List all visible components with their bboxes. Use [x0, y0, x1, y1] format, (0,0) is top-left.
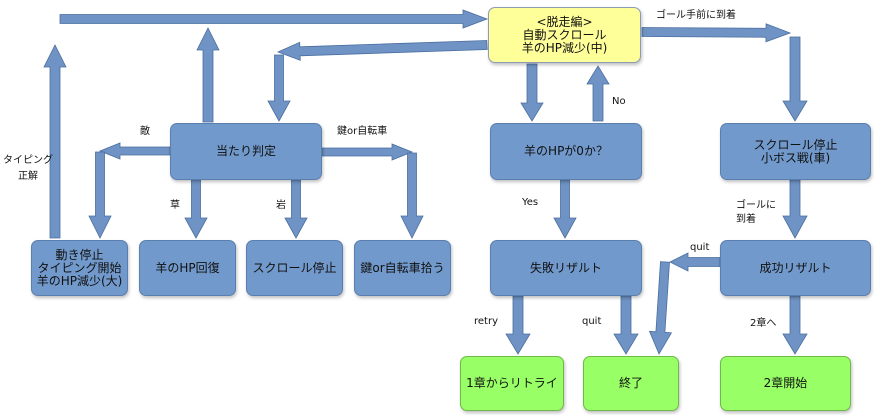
node-retry-ch1: 1章からリトライ: [460, 356, 564, 411]
node-line: 2章開始: [763, 376, 808, 390]
edge-label-goal-reached: ゴール手前に到着: [656, 10, 736, 21]
edge-label-goal-reached-1: ゴールに: [736, 200, 776, 211]
edge-label-retry: retry: [474, 316, 498, 327]
edge-label-grass: 草: [170, 200, 180, 211]
edge-label-goal-reached-2: 到着: [736, 214, 756, 225]
arrow-key-down: [400, 152, 424, 239]
node-escape: <脱走編>自動スクロール羊のHP減少(中): [488, 7, 641, 63]
node-fail-result: 失敗リザルト: [490, 240, 642, 296]
arrow-enemy-down: [88, 151, 112, 239]
node-hit-judge: 当たり判定: [170, 123, 322, 180]
arrow-fail-retry: [505, 295, 531, 355]
arrow-success-quit: [669, 252, 721, 272]
node-line: 羊のHP減少(大): [36, 273, 123, 288]
edge-label-chapter2: 2章へ: [750, 318, 777, 329]
node-line: 自動スクロール: [522, 27, 607, 42]
edge-label-quit-mid: quit: [582, 316, 602, 327]
node-hp-recover: 羊のHP回復: [139, 240, 236, 296]
arrow-hit-up: [196, 27, 220, 123]
arrow-left-down-to-hit: [267, 54, 291, 122]
arrow-hit-to-enemy: [98, 142, 171, 160]
edge-label-enemy: 敵: [140, 126, 150, 137]
node-scroll-stop-boss: スクロール停止小ボス戦(車): [720, 123, 871, 180]
arrow-typing-up: [43, 44, 67, 239]
node-line: 終了: [618, 376, 643, 390]
node-line: 羊のHP回復: [155, 260, 220, 275]
edge-label-quit-right: quit: [690, 242, 710, 253]
node-line: スクロール停止: [753, 137, 838, 152]
edge-label-typing-correct-2: 正解: [18, 171, 38, 182]
node-line: 羊のHPが0か？: [524, 144, 608, 158]
node-line: 動き停止: [55, 247, 104, 262]
arrow-fail-quit: [613, 295, 639, 355]
edge-label-rock: 岩: [276, 200, 286, 211]
node-line: 羊のHP減少(中): [521, 40, 608, 55]
node-line: 小ボス戦(車): [760, 150, 831, 165]
node-end: 終了: [583, 356, 679, 411]
arrow-hit-to-recover: [184, 179, 208, 239]
edge-label-typing-correct-1: タイピング: [3, 155, 53, 166]
node-success-result: 成功リザルト: [720, 240, 871, 296]
edge-label-no: No: [612, 96, 626, 107]
node-stop-typing: 動き停止タイピング開始羊のHP減少(大): [31, 240, 128, 296]
arrow-success-ch2: [782, 295, 808, 355]
node-start-ch2: 2章開始: [720, 356, 851, 411]
arrow-escape-to-left: [276, 40, 488, 61]
node-pickup: 鍵or自転車拾う: [354, 240, 451, 296]
arrow-hit-to-key: [321, 143, 414, 161]
node-line: <脱走編>: [536, 14, 593, 29]
arrow-top-to-escape: [59, 9, 489, 29]
node-line: 鍵or自転車拾う: [360, 260, 445, 275]
node-line: 失敗リザルト: [529, 260, 602, 275]
arrow-escape-to-right: [641, 23, 792, 43]
node-hp-zero: 羊のHPが0か？: [490, 123, 642, 180]
arrow-hp-zero-yes: [553, 179, 577, 239]
edge-label-yes: Yes: [522, 197, 539, 208]
node-line: スクロール停止: [252, 260, 337, 275]
node-line: 成功リザルト: [759, 260, 832, 275]
arrow-right-down-to-boss: [782, 36, 808, 122]
node-scroll-stop: スクロール停止: [246, 240, 343, 296]
arrow-boss-down-to-success: [782, 179, 808, 239]
node-line: 当たり判定: [215, 144, 276, 158]
arrow-hit-to-scroll-stop: [284, 179, 308, 239]
arrow-hp-zero-no-up: [586, 65, 610, 122]
arrow-quit-down: [648, 261, 673, 355]
node-line: タイピング開始: [37, 260, 122, 275]
arrow-escape-down-to-hp-zero: [520, 63, 544, 122]
edge-label-key-bike: 鍵or自転車: [337, 126, 388, 137]
node-line: 1章からリトライ: [466, 376, 558, 390]
